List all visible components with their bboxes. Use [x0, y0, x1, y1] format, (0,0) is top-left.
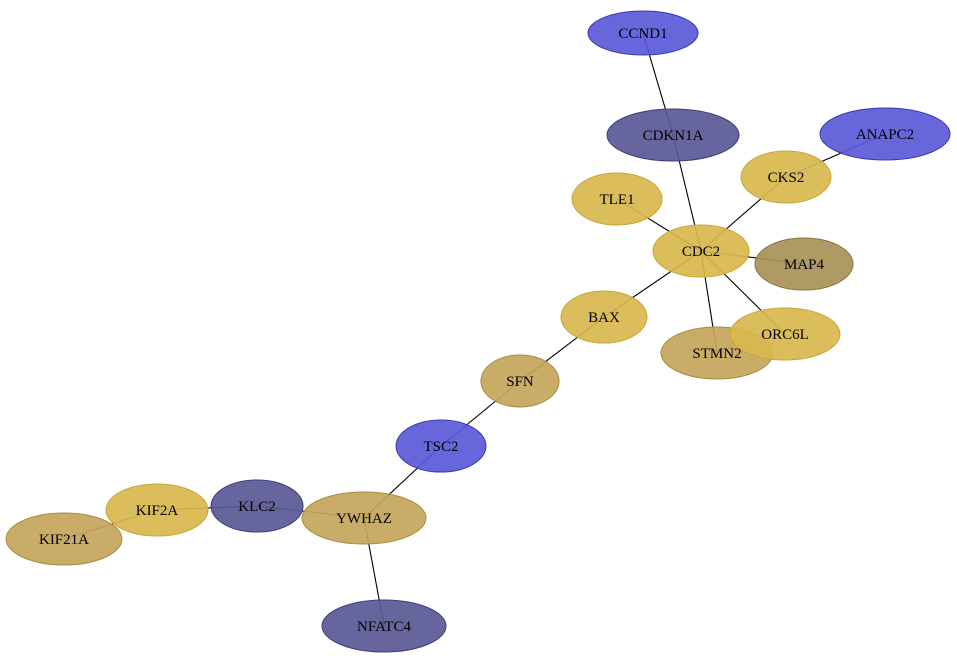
- node-cdkn1a-label: CDKN1A: [643, 128, 704, 144]
- node-orc6l[interactable]: ORC6L: [729, 307, 841, 361]
- node-cks2[interactable]: CKS2: [740, 150, 832, 204]
- node-anapc2-label: ANAPC2: [856, 127, 914, 143]
- node-kif2a-label: KIF2A: [136, 503, 179, 519]
- node-kif21a-label: KIF21A: [39, 532, 89, 548]
- node-ccnd1[interactable]: CCND1: [587, 10, 699, 56]
- node-map4-ellipse[interactable]: [754, 237, 854, 291]
- node-anapc2-ellipse[interactable]: [819, 107, 951, 161]
- node-tsc2-label: TSC2: [423, 439, 458, 455]
- node-kif21a-ellipse[interactable]: [5, 512, 123, 566]
- node-cdkn1a-ellipse[interactable]: [606, 108, 740, 162]
- node-bax-label: BAX: [588, 310, 620, 326]
- node-ccnd1-label: CCND1: [618, 26, 667, 42]
- node-sfn-label: SFN: [506, 374, 534, 390]
- node-nfatc4[interactable]: NFATC4: [321, 599, 447, 653]
- node-map4[interactable]: MAP4: [754, 237, 854, 291]
- node-nfatc4-ellipse[interactable]: [321, 599, 447, 653]
- node-klc2-ellipse[interactable]: [210, 479, 304, 533]
- node-map4-label: MAP4: [784, 257, 825, 273]
- node-anapc2[interactable]: ANAPC2: [819, 107, 951, 161]
- node-kif2a-ellipse[interactable]: [105, 483, 209, 537]
- node-tle1[interactable]: TLE1: [571, 172, 663, 226]
- node-ywhaz[interactable]: YWHAZ: [301, 491, 427, 545]
- node-cdc2-ellipse[interactable]: [652, 224, 750, 278]
- node-bax-ellipse[interactable]: [560, 290, 648, 344]
- node-cks2-label: CKS2: [768, 170, 805, 186]
- node-orc6l-ellipse[interactable]: [729, 307, 841, 361]
- node-tle1-ellipse[interactable]: [571, 172, 663, 226]
- node-cks2-ellipse[interactable]: [740, 150, 832, 204]
- node-klc2-label: KLC2: [238, 499, 276, 515]
- node-bax[interactable]: BAX: [560, 290, 648, 344]
- node-kif21a[interactable]: KIF21A: [5, 512, 123, 566]
- node-ccnd1-ellipse[interactable]: [587, 10, 699, 56]
- node-tsc2[interactable]: TSC2: [395, 419, 487, 473]
- node-sfn[interactable]: SFN: [480, 354, 560, 408]
- node-klc2[interactable]: KLC2: [210, 479, 304, 533]
- node-ywhaz-ellipse[interactable]: [301, 491, 427, 545]
- node-tle1-label: TLE1: [600, 192, 635, 208]
- node-cdc2[interactable]: CDC2: [652, 224, 750, 278]
- node-sfn-ellipse[interactable]: [480, 354, 560, 408]
- node-tsc2-ellipse[interactable]: [395, 419, 487, 473]
- node-stmn2-label: STMN2: [692, 346, 741, 362]
- node-cdc2-label: CDC2: [682, 244, 720, 260]
- node-nfatc4-label: NFATC4: [357, 619, 411, 635]
- node-kif2a[interactable]: KIF2A: [105, 483, 209, 537]
- node-orc6l-label: ORC6L: [761, 327, 809, 343]
- node-ywhaz-label: YWHAZ: [336, 511, 392, 527]
- node-cdkn1a[interactable]: CDKN1A: [606, 108, 740, 162]
